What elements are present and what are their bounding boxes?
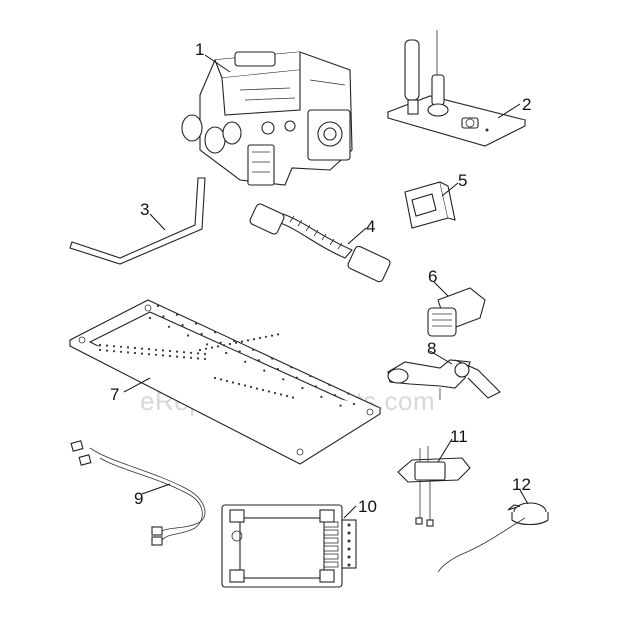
callout-6: 6: [428, 267, 437, 286]
callout-2: 2: [522, 95, 531, 114]
elbow-part: [387, 359, 501, 400]
callout-labels: 1 2 3 4 5 6 7 8 9 10 11 12: [110, 40, 531, 516]
callout-3: 3: [140, 200, 149, 219]
terminal-block: [323, 521, 351, 568]
transformer-part: [397, 446, 471, 527]
callout-9: 9: [134, 489, 143, 508]
fitting-part: [427, 287, 486, 337]
thermal-disc-part: [437, 502, 549, 573]
callout-1: 1: [195, 40, 204, 59]
callout-11: 11: [450, 427, 468, 446]
callout-7: 7: [110, 385, 119, 404]
gas-valve-part: [181, 51, 353, 186]
rocker-switch-part: [404, 181, 456, 229]
leader-lines: [123, 54, 529, 519]
flex-connector-part: [249, 203, 391, 283]
callout-5: 5: [458, 171, 467, 190]
bent-tube-part: [69, 177, 206, 265]
wire-harness-part: [70, 440, 206, 546]
callout-10: 10: [358, 497, 377, 516]
callout-4: 4: [366, 217, 375, 236]
burner-pan-part: [68, 299, 382, 465]
callout-12: 12: [512, 475, 531, 494]
callout-8: 8: [427, 339, 436, 358]
pilot-assembly-part: [386, 30, 527, 147]
control-module-part: [221, 504, 357, 588]
burner-port-dots: [98, 304, 356, 407]
